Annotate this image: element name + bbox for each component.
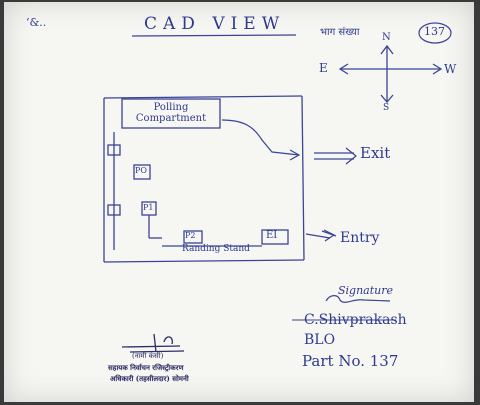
corner-mark: ‘&.. xyxy=(26,16,47,29)
entry-arrow xyxy=(305,229,337,242)
compass-north: N xyxy=(382,32,391,43)
exit-label: Exit xyxy=(360,144,391,162)
exit-route xyxy=(221,119,357,165)
polling-compartment-label: Polling Compartment xyxy=(135,102,207,124)
page-title: CAD VIEW xyxy=(144,14,286,34)
booth-label: भाग संख्या xyxy=(320,27,360,38)
signature-text: Signature xyxy=(338,284,394,297)
stamp-line-1: (नामी कंसी) xyxy=(132,352,164,360)
sketch-sheet: ‘&.. CAD VIEW भाग संख्या 137 N S E W Pol… xyxy=(4,2,474,402)
compass-rose xyxy=(338,44,443,103)
p2-box-label: P2 xyxy=(185,231,196,240)
po-box-label: PO xyxy=(135,166,147,175)
ei-box-label: EI xyxy=(266,230,278,241)
room-outline xyxy=(103,95,305,263)
part-number: Part No. 137 xyxy=(302,352,399,370)
blo-name: C.Shivprakash xyxy=(304,312,407,328)
blo-designation: BLO xyxy=(304,332,336,348)
booth-number: 137 xyxy=(424,25,445,38)
randing-stand-label: Randing Stand xyxy=(182,244,250,254)
compass-east: E xyxy=(319,61,328,75)
stamp-line-2: सहायक निर्वाचन रजिस्ट्रीकरण xyxy=(108,363,184,372)
stamp-signature xyxy=(121,333,185,353)
stamp-line-3: अधिकारी (तहसीलदार) सोमनी xyxy=(110,374,189,383)
compass-west: W xyxy=(444,62,457,76)
signature-scrawl xyxy=(325,295,391,303)
p1-box-label: P1 xyxy=(143,203,154,212)
sketch-lines xyxy=(103,22,452,353)
compass-south: S xyxy=(383,103,390,113)
entry-label: Entry xyxy=(340,230,380,246)
booth-number-circle xyxy=(418,22,452,44)
